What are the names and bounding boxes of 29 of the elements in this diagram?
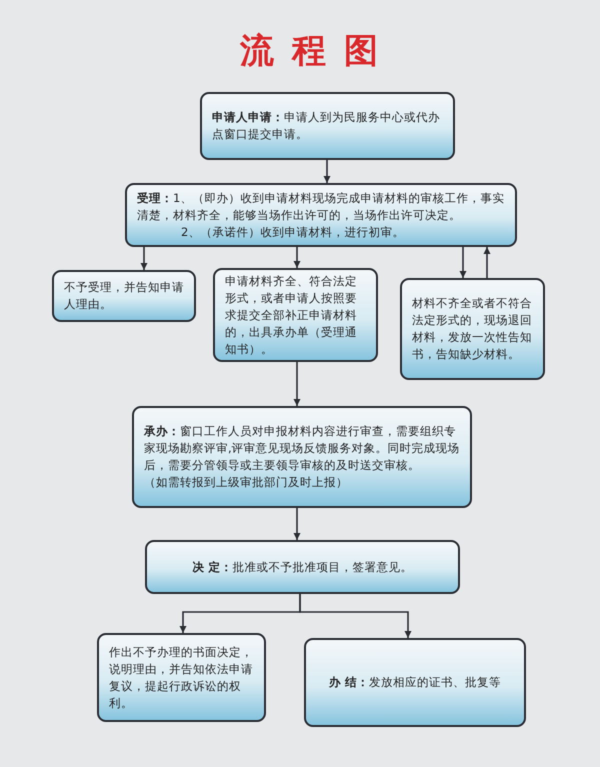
step-text: 承办：窗口工作人员对申报材料内容进行审查，需要组织专家现场勘察评审,评审意见现场反馈服务对象。同时完成现场后，需要分管领导或主要领导审核的及时送交审核。: [144, 423, 460, 474]
arrow: [324, 160, 330, 183]
process-box: [200, 92, 455, 160]
process-box: [145, 540, 460, 594]
arrow: [484, 247, 490, 278]
arrow: [294, 247, 300, 268]
process-box: [52, 270, 196, 322]
step-text: （如需转报到上级审批部门及时上报）: [144, 474, 349, 491]
title: 流程图: [238, 30, 396, 73]
process-box: [213, 268, 378, 362]
arrow: [299, 594, 412, 638]
step-text: 申请材料齐全、符合法定形式，或者申请人按照要求提交全部补正申请材料的，出具承办单（受理通知书）。: [225, 272, 358, 358]
step-text: 材料不齐全或者不符合法定形式的，现场退回材料，发放一次性告知书，告知缺少材料。: [412, 295, 533, 363]
process-box: [304, 638, 526, 727]
step-text: 申请人申请：申请人到为民服务中心或代办点窗口提交申请。: [212, 109, 441, 143]
arrow: [140, 247, 148, 270]
step-text: 办 结：发放相应的证书、批复等: [328, 674, 502, 691]
step-text: 作出不予办理的书面决定，说明理由，并告知依法申请复议，提起行政诉讼的权利。: [109, 644, 254, 712]
arrow: [294, 362, 300, 406]
arrow: [294, 508, 300, 540]
process-box: [97, 633, 266, 722]
step-text: 2、（承诺件）收到申请材料，进行初审。: [180, 224, 406, 240]
arrow: [460, 247, 466, 278]
process-box: [132, 406, 472, 508]
step-text: 决 定：批准或不予批准项目，签署意见。: [191, 558, 414, 576]
process-box: [125, 183, 517, 247]
step-text: 受理：1、（即办）收到申请材料现场完成申请材料的审核工作，事实清楚，材料齐全，能够当场作出许可的，当场作出许可决定。: [137, 190, 505, 224]
process-box: [400, 278, 545, 380]
step-text: 不予受理，并告知申请人理由。: [64, 279, 184, 313]
